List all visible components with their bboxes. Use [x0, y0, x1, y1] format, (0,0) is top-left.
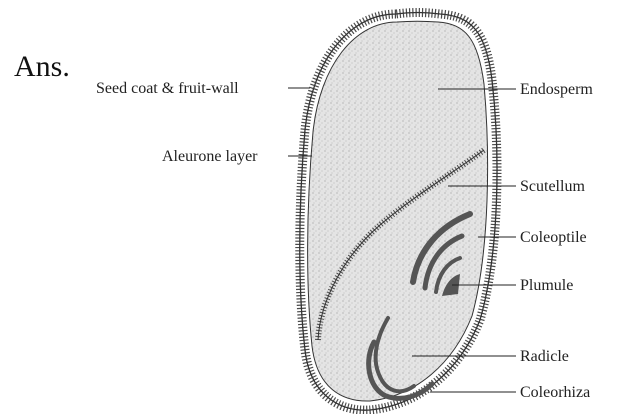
label-endosperm: Endosperm — [520, 81, 593, 99]
label-coleoptile: Coleoptile — [520, 229, 587, 247]
label-coleorhiza: Coleorhiza — [520, 384, 590, 402]
label-plumule: Plumule — [520, 277, 573, 295]
label-scutellum: Scutellum — [520, 178, 585, 196]
label-seed-coat: Seed coat & fruit-wall — [96, 80, 239, 98]
label-radicle: Radicle — [520, 348, 569, 366]
label-aleurone: Aleurone layer — [162, 148, 258, 166]
